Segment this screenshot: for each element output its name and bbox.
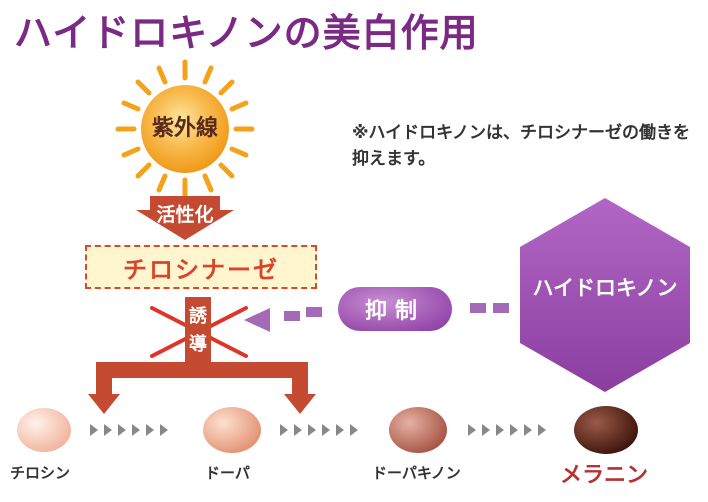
hydroquinone-label: ハイドロキノン [532,276,678,300]
activation-arrow [136,196,234,240]
activation-label: 活性化 [156,204,214,226]
tyrosinase-label: チロシナーゼ [123,255,279,284]
induction-char-2: 導 [189,334,207,355]
stage-circle-melanin [574,406,638,454]
stage-label-dopa: ドーパ [205,464,250,482]
inhibition-pill: 抑制 [338,287,452,331]
inhibition-label: 抑制 [364,299,425,324]
stage-circle-tyrosine [17,408,71,452]
induction-char-1: 誘 [189,306,207,327]
branch-arrows [88,362,316,414]
stage-circle-dopa [203,407,261,453]
sun-icon [115,59,255,199]
stage-label-tyrosine: チロシン [10,464,71,482]
tyrosinase-box: チロシナーゼ [85,245,317,289]
hydroquinone-hexagon [520,198,690,392]
stage-circle-dopaquinone [389,407,447,453]
induction-box: 誘 導 [185,297,211,365]
uv-label: 紫外線 [151,116,218,141]
stage-label-dopaquinone: ドーパキノン [372,464,461,482]
inhibition-arrow [244,303,509,332]
page-title: ハイドロキノンの美白作用 [14,11,479,55]
progress-arrows [90,424,546,436]
stage-label-melanin: メラニン [560,463,649,488]
note-text: ※ハイドロキノンは、チロシナーゼの働きを抑えます。 [352,123,690,169]
